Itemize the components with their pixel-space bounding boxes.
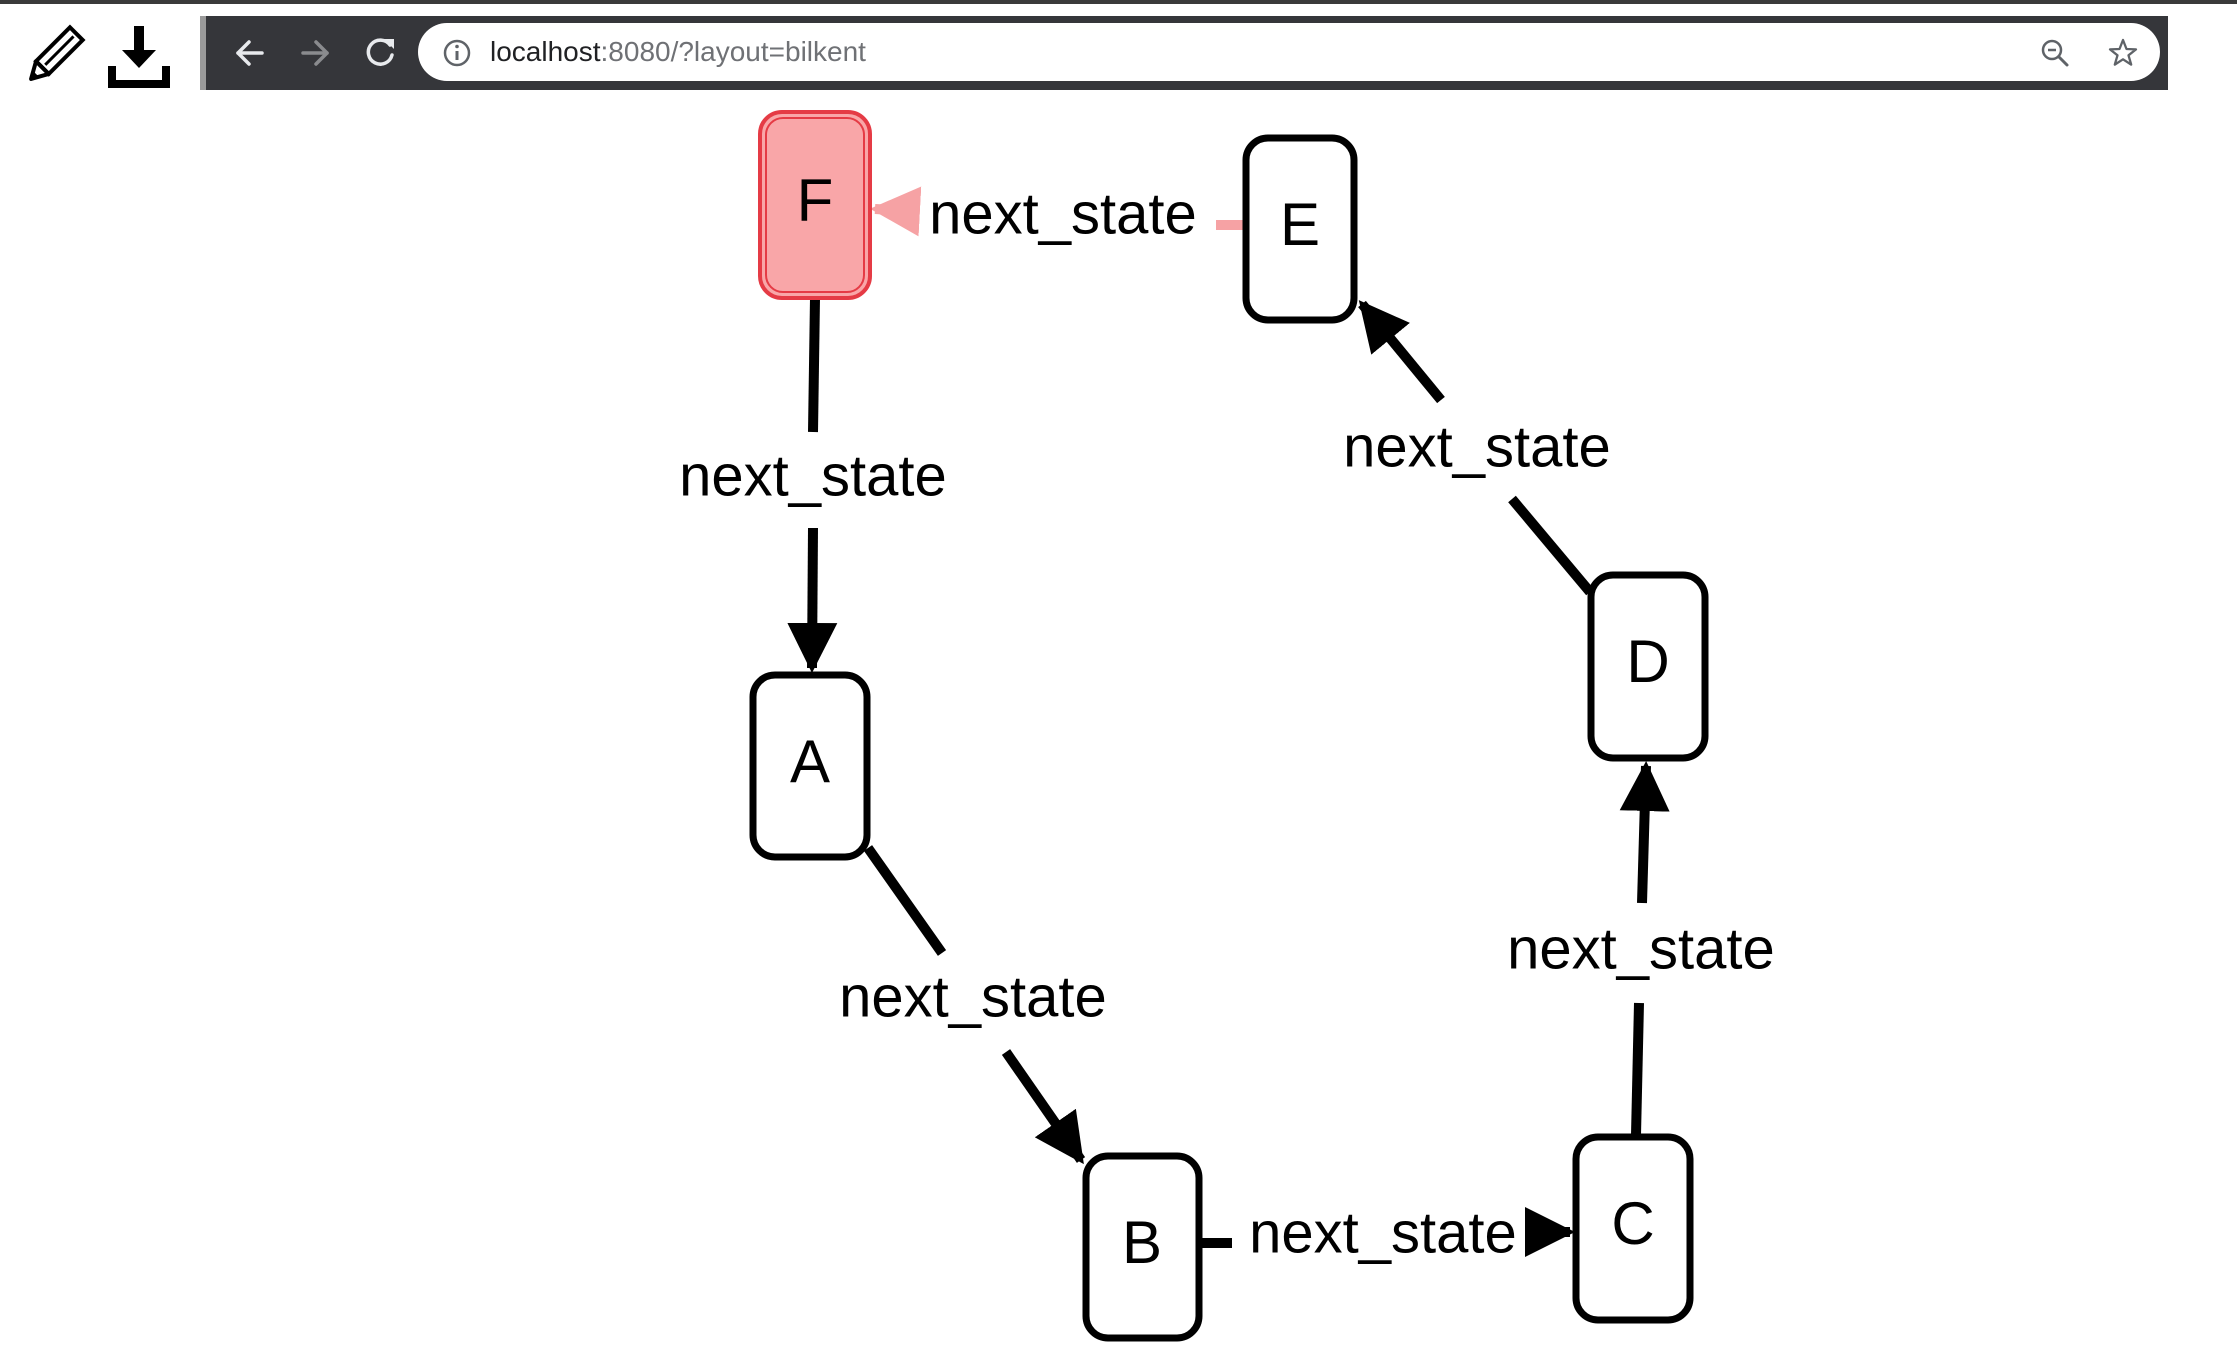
node-selection-ring <box>765 117 865 293</box>
back-arrow-icon <box>236 40 264 66</box>
node-box <box>749 671 871 861</box>
edge-line <box>808 297 820 433</box>
address-bar[interactable]: localhost:8080/?layout=bilkent <box>418 23 2160 81</box>
forward-arrow-icon <box>301 40 329 66</box>
zoom-out-icon <box>2041 39 2069 67</box>
node-c[interactable]: C <box>1572 1133 1694 1324</box>
site-info-button[interactable] <box>440 36 474 70</box>
download-button[interactable] <box>104 22 174 92</box>
edge-line <box>863 845 947 956</box>
edge-e-to-f[interactable]: next_state <box>870 181 1246 246</box>
node-box <box>1572 1133 1694 1324</box>
edge-label: next_state <box>1343 414 1611 479</box>
node-box <box>1587 571 1709 762</box>
node-d[interactable]: D <box>1587 571 1709 762</box>
edge-label: next_state <box>679 443 947 508</box>
edge-label: next_state <box>929 181 1197 246</box>
zoom-button[interactable] <box>2038 36 2072 70</box>
forward-button[interactable] <box>293 31 337 75</box>
edge-a-to-b[interactable]: next_state <box>839 845 1107 1165</box>
edge-line <box>870 186 922 237</box>
node-label: A <box>790 728 830 795</box>
info-icon <box>443 39 471 67</box>
url-text[interactable]: localhost:8080/?layout=bilkent <box>490 23 866 81</box>
edge-f-to-a[interactable]: next_state <box>679 297 947 673</box>
edge-line <box>1631 1002 1644 1136</box>
node-label: F <box>797 167 834 234</box>
edge-b-to-c[interactable]: next_state <box>1201 1200 1575 1265</box>
edge-d-to-e[interactable]: next_state <box>1343 300 1611 596</box>
node-box <box>758 110 872 300</box>
edge-label: next_state <box>1507 916 1775 981</box>
edge-line <box>1358 300 1445 404</box>
node-box <box>1082 1152 1203 1342</box>
edge-line <box>1001 1049 1086 1165</box>
reload-button[interactable] <box>358 31 402 75</box>
node-f[interactable]: F <box>758 110 872 300</box>
edge-line <box>787 527 838 673</box>
reload-icon <box>366 38 394 66</box>
back-button[interactable] <box>228 31 272 75</box>
browser-toolbar: localhost:8080/?layout=bilkent <box>200 16 2168 90</box>
url-path: :8080/?layout=bilkent <box>600 36 866 67</box>
node-label: B <box>1122 1209 1162 1276</box>
node-label: C <box>1611 1190 1654 1257</box>
pencil-icon <box>29 24 86 81</box>
edit-button[interactable] <box>18 22 88 92</box>
edge-label: next_state <box>839 964 1107 1029</box>
node-a[interactable]: A <box>749 671 871 861</box>
bookmark-button[interactable] <box>2106 36 2140 70</box>
edge-c-to-d[interactable]: next_state <box>1507 761 1775 1136</box>
edge-line <box>1619 761 1670 904</box>
node-e[interactable]: E <box>1242 134 1358 324</box>
top-border <box>0 0 2237 4</box>
download-icon <box>108 26 170 88</box>
edge-label: next_state <box>1249 1200 1517 1265</box>
star-icon <box>2108 38 2138 66</box>
edge-line <box>1508 495 1594 596</box>
node-box <box>1242 134 1358 324</box>
node-label: D <box>1626 628 1669 695</box>
node-label: E <box>1280 191 1320 258</box>
node-b[interactable]: B <box>1082 1152 1203 1342</box>
url-host: localhost <box>490 36 601 67</box>
